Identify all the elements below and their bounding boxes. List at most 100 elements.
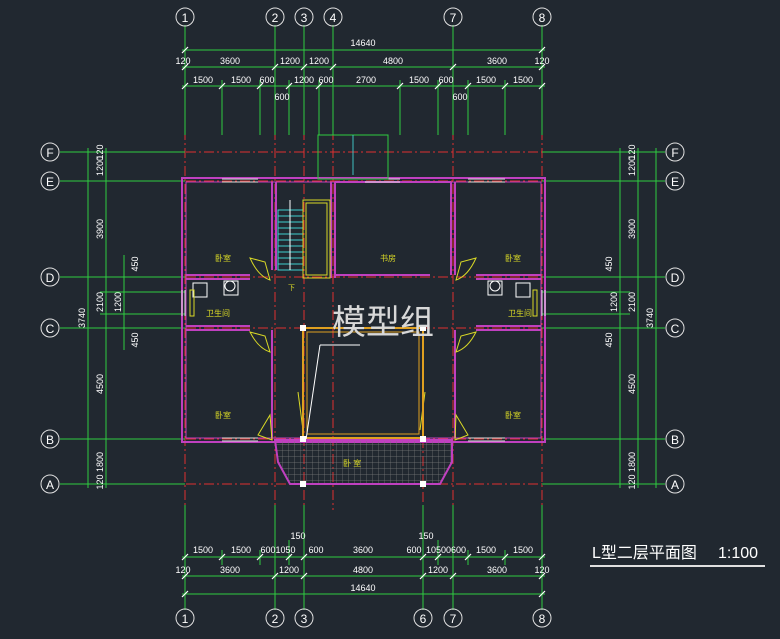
svg-text:450: 450 — [130, 256, 140, 271]
roof-outline — [317, 134, 389, 180]
svg-text:1500: 1500 — [231, 545, 251, 555]
axis-top-7: 7 — [450, 11, 457, 25]
staircase — [277, 199, 331, 279]
svg-text:2100: 2100 — [95, 292, 105, 312]
svg-text:3600: 3600 — [487, 565, 507, 575]
axis-bubbles-right — [665, 142, 685, 494]
svg-text:1500: 1500 — [231, 75, 251, 85]
svg-text:3900: 3900 — [627, 219, 637, 239]
atrium-void — [302, 327, 424, 441]
room-bedroom-nw: 卧室 — [215, 253, 231, 263]
room-study: 书房 — [380, 253, 396, 263]
dim-top-row2: 120 3600 1200 1200 4800 3600 120 — [175, 56, 549, 66]
svg-text:450: 450 — [604, 332, 614, 347]
axis-bottom-3: 3 — [301, 612, 308, 626]
axis-bottom-6: 6 — [420, 612, 427, 626]
axis-bottom-7: 7 — [450, 612, 457, 626]
svg-text:3740: 3740 — [645, 308, 655, 328]
svg-text:4500: 4500 — [95, 374, 105, 394]
door-swings — [249, 257, 477, 441]
svg-text:1200: 1200 — [627, 156, 637, 176]
svg-text:4500: 4500 — [627, 374, 637, 394]
svg-text:3600: 3600 — [220, 565, 240, 575]
axis-right-d: D — [671, 271, 680, 285]
axis-bottom-2: 2 — [272, 612, 279, 626]
svg-text:120: 120 — [627, 144, 637, 159]
svg-text:120: 120 — [175, 565, 190, 575]
dim-bottom-total: 14640 — [350, 583, 375, 593]
svg-text:1500: 1500 — [513, 545, 533, 555]
svg-text:3740: 3740 — [77, 308, 87, 328]
dim-bottom-small: 150 150 — [290, 531, 433, 541]
drawing-title-name: L型二层平面图 — [592, 544, 697, 562]
dim-bottom-row2: 120 3600 1200 4800 1200 3600 120 — [175, 565, 549, 575]
room-bath-w: 卫生间 — [206, 308, 230, 318]
svg-text:4800: 4800 — [353, 565, 373, 575]
svg-text:1200: 1200 — [309, 56, 329, 66]
axis-bubbles-left — [40, 142, 60, 494]
watermark: 模型组 — [332, 304, 434, 342]
axis-bottom-8: 8 — [539, 612, 546, 626]
dimension-lines — [60, 25, 665, 610]
svg-text:1200: 1200 — [280, 56, 300, 66]
svg-text:1200: 1200 — [294, 75, 314, 85]
svg-text:3600: 3600 — [487, 56, 507, 66]
svg-text:1200: 1200 — [113, 292, 123, 312]
axis-right-a: A — [671, 478, 679, 492]
svg-text:150: 150 — [418, 531, 433, 541]
svg-text:120: 120 — [95, 144, 105, 159]
axis-bubbles-top — [175, 7, 552, 27]
room-bath-e: 卫生间 — [508, 308, 532, 318]
svg-text:6001050: 6001050 — [260, 545, 295, 555]
dim-bottom-row1: 1500 1500 6001050 600 3600 600 10500600 … — [193, 545, 533, 555]
axis-bottom-1: 1 — [182, 612, 189, 626]
svg-text:10500600: 10500600 — [426, 545, 466, 555]
room-bedroom-ne: 卧室 — [505, 253, 521, 263]
svg-text:120: 120 — [627, 474, 637, 489]
svg-text:4800: 4800 — [383, 56, 403, 66]
svg-text:600: 600 — [406, 545, 421, 555]
svg-text:450: 450 — [130, 332, 140, 347]
axis-left-d: D — [46, 271, 55, 285]
drawing-title: L型二层平面图 1:100 — [590, 544, 765, 567]
svg-text:1500: 1500 — [409, 75, 429, 85]
axis-right-c: C — [671, 322, 680, 336]
svg-text:1800: 1800 — [95, 452, 105, 472]
room-bedroom-sw: 卧室 — [215, 410, 231, 420]
drawing-title-scale: 1:100 — [718, 545, 758, 562]
axis-left-b: B — [46, 433, 54, 447]
balcony — [273, 439, 453, 485]
svg-text:2100: 2100 — [627, 292, 637, 312]
dim-right: 3740 120 1200 3900 2100 4500 1800 120 45… — [604, 144, 655, 489]
axis-top-1: 1 — [182, 11, 189, 25]
axis-left-e: E — [46, 175, 54, 189]
svg-text:120: 120 — [95, 474, 105, 489]
axis-right-f: F — [671, 146, 678, 160]
axis-left-c: C — [46, 322, 55, 336]
svg-text:1500: 1500 — [476, 75, 496, 85]
axis-top-4: 4 — [330, 11, 337, 25]
svg-text:600: 600 — [259, 75, 274, 85]
svg-text:3600: 3600 — [353, 545, 373, 555]
dim-left: 3740 120 1200 3900 2100 4500 1800 120 45… — [77, 144, 140, 489]
axis-top-8: 8 — [539, 11, 546, 25]
svg-text:450: 450 — [604, 256, 614, 271]
svg-text:2700: 2700 — [356, 75, 376, 85]
svg-text:120: 120 — [175, 56, 190, 66]
stair-arrow: 下 — [288, 284, 295, 292]
svg-text:600: 600 — [438, 75, 453, 85]
svg-text:3900: 3900 — [95, 219, 105, 239]
svg-text:1200: 1200 — [95, 156, 105, 176]
axis-top-2: 2 — [272, 11, 279, 25]
svg-text:600: 600 — [318, 75, 333, 85]
axis-right-e: E — [671, 175, 679, 189]
svg-text:1500: 1500 — [193, 75, 213, 85]
svg-text:1500: 1500 — [193, 545, 213, 555]
column-markers — [300, 325, 426, 487]
dim-top-row3: 1500 1500 600 1200 600 2700 1500 600 150… — [193, 75, 533, 85]
axis-left-a: A — [46, 478, 54, 492]
svg-text:120: 120 — [534, 56, 549, 66]
svg-text:1800: 1800 — [627, 452, 637, 472]
dim-top-row4: 600 600 — [274, 92, 467, 102]
